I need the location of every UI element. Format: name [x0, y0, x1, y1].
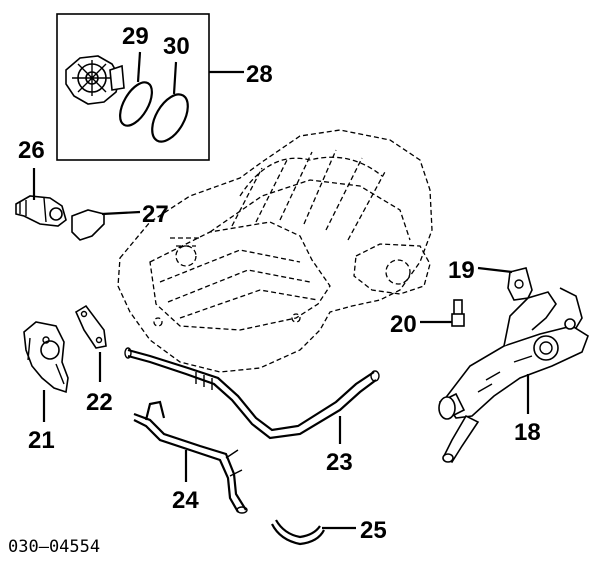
water-pump-body — [65, 55, 125, 105]
leader-29 — [136, 51, 142, 83]
gasket-30 — [151, 93, 189, 143]
leader-30 — [172, 61, 178, 95]
callout-27: 27 — [142, 201, 169, 228]
callout-20: 20 — [390, 311, 417, 338]
water-pump-inset — [56, 13, 210, 161]
water-pipe-24 — [133, 400, 248, 514]
temperature-sensor — [451, 299, 465, 327]
callout-30: 30 — [163, 33, 190, 60]
thermostat-housing — [15, 195, 67, 227]
callout-26: 26 — [18, 137, 45, 164]
water-pipe-23 — [124, 347, 380, 440]
callout-28: 28 — [246, 61, 273, 88]
water-inlet-housing — [23, 321, 69, 394]
callout-21: 21 — [28, 427, 55, 454]
leader-19 — [477, 266, 513, 274]
callout-23: 23 — [326, 449, 353, 476]
callout-24: 24 — [172, 487, 199, 514]
callout-22: 22 — [86, 389, 113, 416]
gasket-27 — [71, 209, 105, 241]
inset-frame — [56, 13, 210, 161]
gasket-29 — [119, 81, 153, 127]
diagram-code: 030–04554 — [8, 537, 100, 557]
callout-25: 25 — [360, 517, 387, 544]
engine-block — [117, 129, 433, 373]
callout-29: 29 — [122, 23, 149, 50]
leader-27 — [101, 210, 141, 216]
callout-18: 18 — [514, 419, 541, 446]
water-outlet-assembly — [438, 287, 589, 464]
water-hose-25 — [271, 519, 325, 546]
callout-19: 19 — [448, 257, 475, 284]
